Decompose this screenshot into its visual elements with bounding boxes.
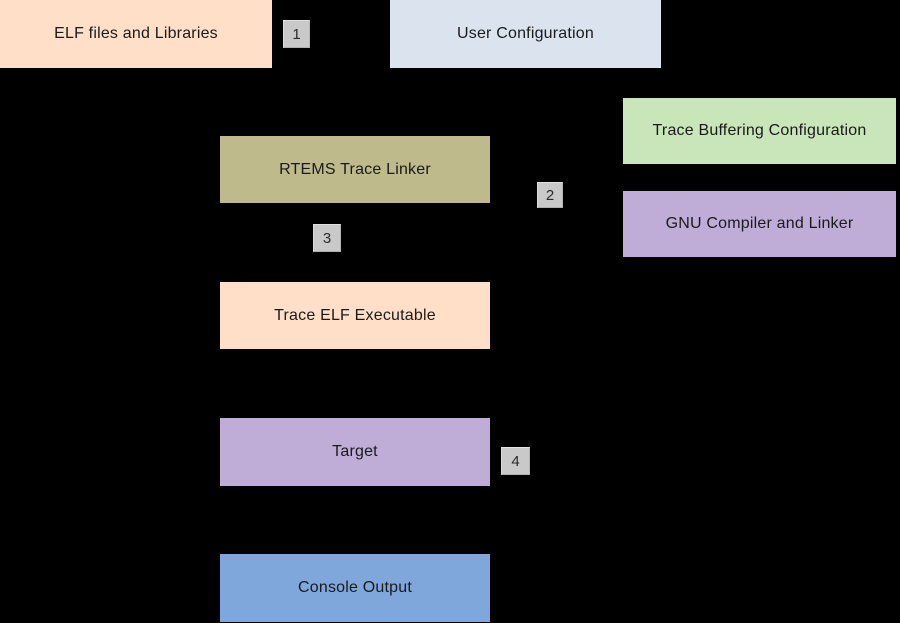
node-label: Trace Buffering Configuration — [652, 122, 867, 140]
node-label: Target — [332, 443, 378, 461]
node-console-output: Console Output — [220, 554, 490, 622]
node-gnu-compiler-and-linker: GNU Compiler and Linker — [623, 191, 896, 257]
node-user-configuration: User Configuration — [390, 0, 661, 68]
node-rtems-trace-linker: RTEMS Trace Linker — [220, 136, 490, 203]
step-badge-label: 1 — [292, 25, 301, 43]
step-badge-3: 3 — [313, 224, 341, 252]
step-badge-1: 1 — [283, 20, 310, 48]
node-trace-buffering-configuration: Trace Buffering Configuration — [623, 98, 896, 164]
node-target: Target — [220, 418, 490, 486]
step-badge-label: 4 — [511, 452, 520, 470]
step-badge-2: 2 — [537, 182, 563, 208]
node-trace-elf-executable: Trace ELF Executable — [220, 282, 490, 349]
node-elf-files-and-libraries: ELF files and Libraries — [0, 0, 272, 68]
node-label: Trace ELF Executable — [274, 306, 436, 324]
node-label: ELF files and Libraries — [54, 25, 218, 43]
node-label: User Configuration — [457, 25, 594, 43]
node-label: GNU Compiler and Linker — [665, 215, 854, 233]
step-badge-4: 4 — [501, 447, 530, 475]
node-label: Console Output — [298, 579, 412, 597]
step-badge-label: 3 — [322, 229, 332, 247]
node-label: RTEMS Trace Linker — [279, 160, 431, 178]
step-badge-label: 2 — [545, 186, 555, 204]
